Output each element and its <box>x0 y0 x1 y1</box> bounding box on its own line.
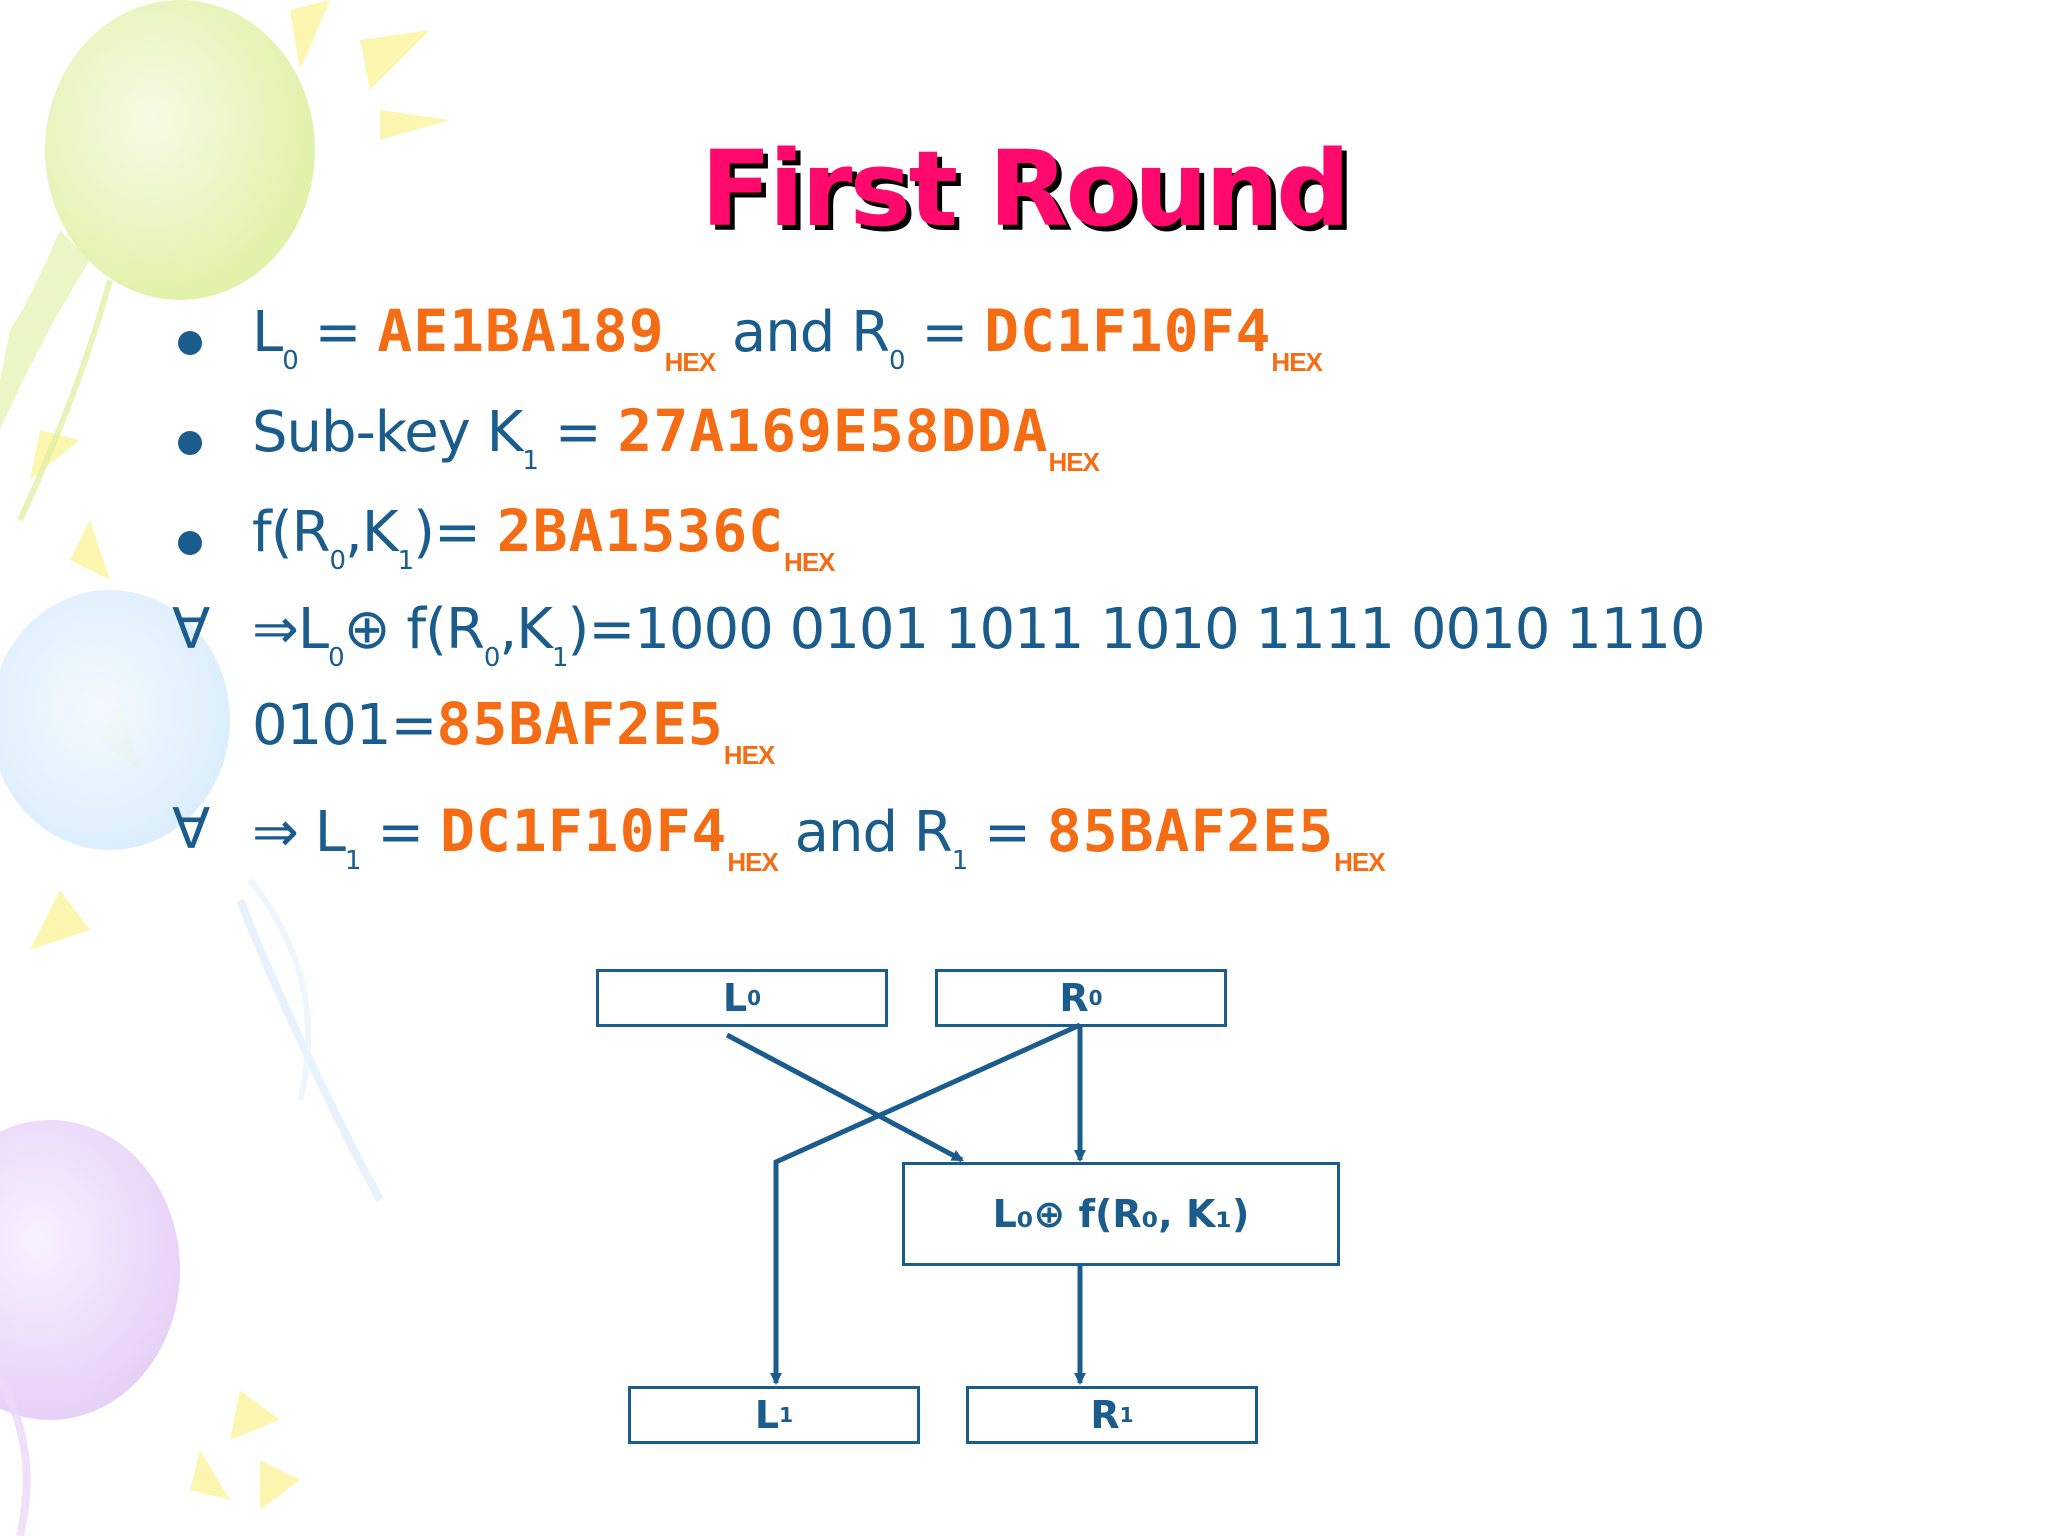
bullet-continuation-line: 0101=85BAF2E5HEX <box>252 690 775 771</box>
bullet-line: ⇒L0⊕ f(R0,K1)=1000 0101 1011 1010 1111 0… <box>252 597 1706 673</box>
subscript: 0 <box>328 643 345 673</box>
slide-title: First Round <box>0 128 2048 250</box>
text-run: ⇒L <box>252 597 329 662</box>
r0-label: R <box>1059 976 1089 1020</box>
text-run: L <box>252 300 283 365</box>
text-run: and R <box>715 300 890 365</box>
subscript: 1 <box>551 643 569 673</box>
hex-value: 85BAF2E5 <box>1046 797 1335 865</box>
subscript: 0 <box>282 346 299 376</box>
text-run: f(R <box>252 500 330 565</box>
text-run: ⇒ L <box>252 800 346 865</box>
for-all-marker: ∀ <box>172 797 211 862</box>
text-run: ,K <box>499 597 553 662</box>
text-run: = <box>967 800 1047 865</box>
l0-label: L <box>722 976 748 1020</box>
text-run: = <box>904 300 985 365</box>
bullet-line: Sub-key K1 = 27A169E58DDAHEX <box>252 397 1100 478</box>
hex-suffix: HEX <box>664 347 716 377</box>
hex-value: AE1BA189 <box>377 297 665 365</box>
hex-value: 27A169E58DDA <box>617 397 1049 465</box>
subscript: 0 <box>888 346 906 376</box>
text-run: )= <box>413 500 497 565</box>
bullet-line: ⇒ L1 = DC1F10F4HEX and R1 = 85BAF2E5HEX <box>252 797 1386 878</box>
subscript: 0 <box>483 643 501 673</box>
arrow-l0-to-func <box>725 1032 964 1163</box>
for-all-marker: ∀ <box>172 597 211 662</box>
hex-suffix: HEX <box>784 547 835 577</box>
hex-value: 2BA1536C <box>496 497 785 565</box>
slide-title-text: First Round <box>700 128 1351 250</box>
r0-subscript: 0 <box>1088 986 1103 1010</box>
hex-value: DC1F10F4 <box>984 297 1272 365</box>
l1-subscript: 1 <box>779 1403 794 1427</box>
text-run: = <box>537 400 618 465</box>
l1-label: L <box>754 1393 780 1437</box>
l0-subscript: 0 <box>747 986 762 1010</box>
arrow-r0-to-l1 <box>770 1022 1082 1385</box>
subscript: 0 <box>329 546 346 576</box>
text-run: ,K <box>345 500 399 565</box>
hex-suffix: HEX <box>1334 847 1385 877</box>
bullet-dot <box>178 531 202 555</box>
hex-value: DC1F10F4 <box>440 797 728 865</box>
r1-label: R <box>1090 1393 1120 1437</box>
round-function-box: L₀⊕ f(R₀, K₁) <box>902 1162 1340 1266</box>
bullet-dot <box>178 331 202 355</box>
text-run: 0101= <box>252 693 437 758</box>
hex-suffix: HEX <box>1271 347 1322 377</box>
hex-value: 85BAF2E5 <box>436 690 724 758</box>
hex-suffix: HEX <box>1048 447 1099 477</box>
text-run: Sub-key K <box>252 400 523 465</box>
text-run: ⊕ f(R <box>343 597 485 662</box>
bullet-line: f(R0,K1)= 2BA1536CHEX <box>252 497 836 578</box>
subscript: 1 <box>397 546 415 576</box>
text-run: = <box>297 300 378 365</box>
text-run: )=1000 0101 1011 1010 1111 0010 1110 <box>567 597 1706 662</box>
bullet-line: L0 = AE1BA189HEX and R0 = DC1F10F4HEX <box>252 297 1323 378</box>
hex-suffix: HEX <box>727 847 778 877</box>
text-run: and R <box>777 800 953 865</box>
subscript: 1 <box>522 446 539 476</box>
hex-suffix: HEX <box>723 740 775 770</box>
bullet-dot <box>178 431 202 455</box>
r1-subscript: 1 <box>1119 1403 1134 1427</box>
subscript: 1 <box>344 846 362 876</box>
subscript: 1 <box>951 846 969 876</box>
round-function-label: L₀⊕ f(R₀, K₁) <box>992 1192 1250 1236</box>
text-run: = <box>360 800 440 865</box>
